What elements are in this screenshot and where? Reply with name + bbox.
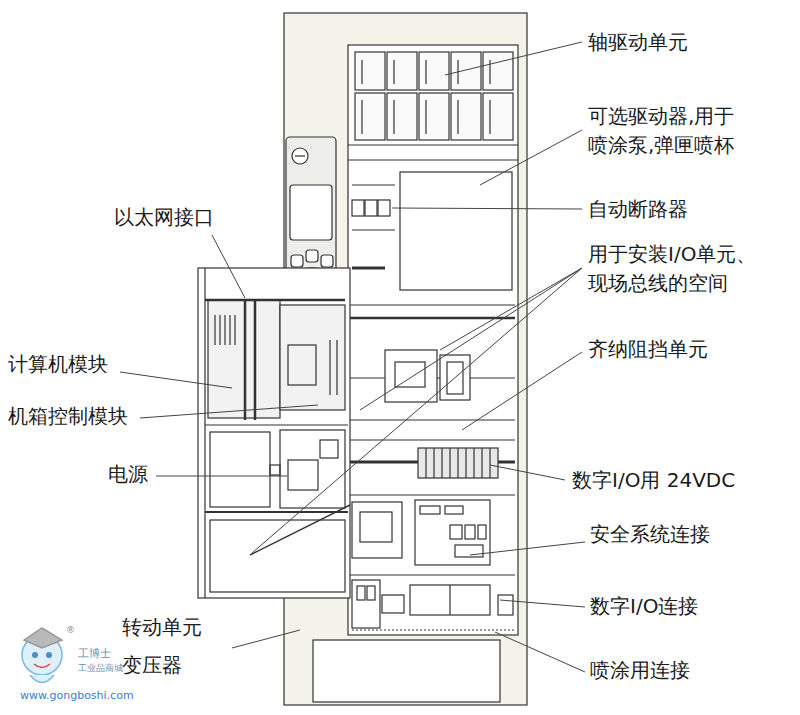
leader-line	[462, 352, 582, 430]
leader-line	[392, 208, 582, 209]
callout-label: 机箱控制模块	[8, 402, 128, 431]
watermark-url: www.gongboshi.com	[20, 688, 134, 704]
leader-line	[480, 130, 582, 185]
callout-label: 转动单元 变压器	[122, 608, 212, 684]
watermark-text: 工博士	[78, 646, 111, 662]
callout-label: 以太网接口	[114, 203, 214, 232]
callout-label: 自动断路器	[588, 195, 688, 224]
circuit-breakers	[352, 185, 395, 230]
callout-label: 用于安装I/O单元、 现场总线的空间	[588, 240, 780, 298]
leader-line	[500, 600, 585, 607]
leader-line	[140, 405, 318, 418]
leader-line	[212, 235, 245, 298]
optional-drive	[400, 172, 512, 290]
leader-line	[360, 268, 582, 410]
digital-io-terminals	[418, 448, 498, 478]
safety-board	[352, 500, 490, 565]
leader-line	[252, 268, 582, 553]
watermark-text: ®	[66, 624, 75, 637]
callout-label: 安全系统连接	[590, 520, 710, 549]
callout-label: 可选驱动器,用于 喷涂泵,弹匣喷杯	[588, 102, 768, 160]
computer-door	[198, 268, 350, 598]
leader-line	[470, 542, 585, 555]
callout-label: 喷涂用连接	[590, 656, 690, 685]
leader-lines	[120, 42, 585, 672]
watermark-logo	[22, 628, 62, 683]
callout-label: 齐纳阻挡单元	[588, 335, 708, 364]
leader-line	[440, 268, 582, 350]
callout-label: 电源	[108, 460, 148, 489]
watermark-text: 工业品商城	[78, 662, 123, 675]
axis-drives	[355, 52, 513, 140]
leader-line	[445, 42, 582, 75]
cabinet-inner	[348, 45, 518, 635]
callout-label: 轴驱动单元	[588, 28, 688, 57]
callout-label: 数字I/O连接	[590, 592, 698, 621]
transformer-box	[313, 640, 500, 702]
callout-label: 数字I/O用 24VDC	[572, 466, 735, 495]
leader-line	[490, 465, 565, 480]
leader-line	[120, 372, 232, 388]
leader-line	[156, 476, 287, 477]
leader-line	[232, 630, 300, 648]
callout-label: 计算机模块	[8, 350, 108, 379]
bottom-connectors	[350, 575, 515, 630]
leader-line	[495, 632, 585, 672]
